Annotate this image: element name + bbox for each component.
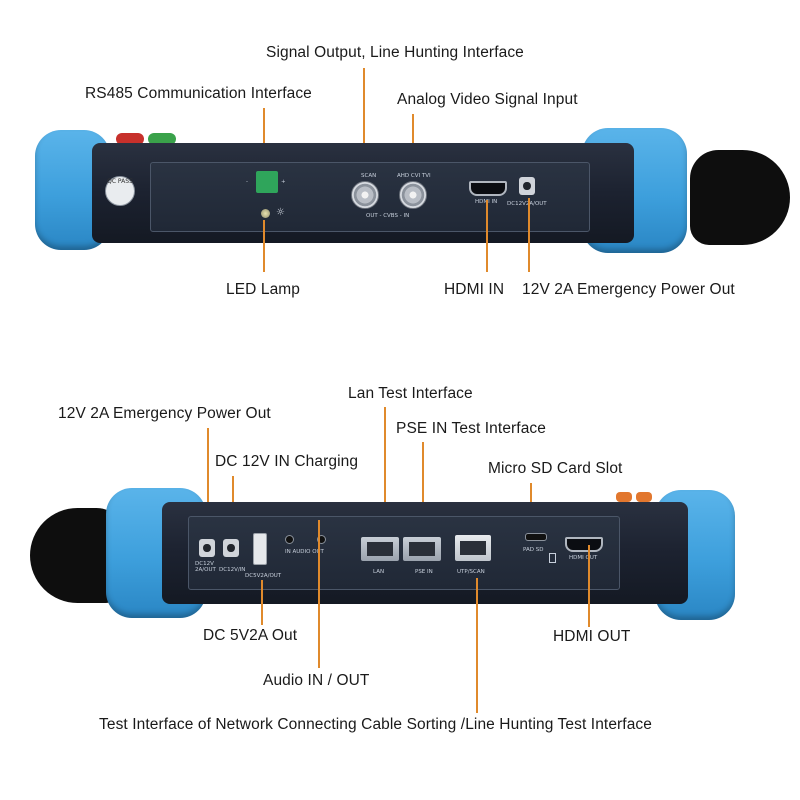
- callout-power-out-bottom: 12V 2A Emergency Power Out: [58, 405, 271, 422]
- bottom-button-orange-1[interactable]: [616, 492, 632, 502]
- callout-signal-output: Signal Output, Line Hunting Interface: [266, 44, 524, 61]
- leader-power-out-top: [528, 198, 530, 272]
- usb-5v-port[interactable]: [253, 533, 267, 565]
- utp-scan-label: UTP/SCAN: [457, 569, 485, 575]
- callout-hdmi-in: HDMI IN: [444, 281, 505, 298]
- audio-in-jack[interactable]: [285, 535, 294, 544]
- bottom-button-orange-2[interactable]: [636, 492, 652, 502]
- ahd-label: AHD CVI TVI: [397, 173, 431, 179]
- bottom-device: DC12V 2A/OUT DC12V/IN DC5V2A/OUT IN AUDI…: [0, 470, 800, 630]
- top-port-panel: - + ☼ SCAN AHD CVI TVI OUT - CVBS - IN H…: [150, 162, 590, 232]
- callout-cable-sorting: Test Interface of Network Connecting Cab…: [99, 716, 652, 733]
- micro-sd-label: PAD SD: [523, 547, 544, 553]
- bottom-port-panel: DC12V 2A/OUT DC12V/IN DC5V2A/OUT IN AUDI…: [188, 516, 620, 590]
- callout-rs485: RS485 Communication Interface: [85, 85, 312, 102]
- leader-hdmi-out: [588, 545, 590, 627]
- out-cvbs-in-label: OUT - CVBS - IN: [366, 213, 410, 219]
- bnc-scan-port[interactable]: [351, 181, 379, 209]
- leader-lan-test: [384, 407, 386, 529]
- callout-pse-in: PSE IN Test Interface: [396, 420, 546, 437]
- dc-out-label: DC12V2A/OUT: [507, 201, 547, 207]
- hdmi-out-port[interactable]: [565, 537, 603, 552]
- audio-in-out-label: IN AUDIO OUT: [285, 549, 324, 555]
- leader-audio: [318, 520, 320, 668]
- dc5v-out-label: DC5V2A/OUT: [245, 573, 282, 579]
- dc12v-out-label: DC12V 2A/OUT: [195, 561, 216, 573]
- pse-in-label: PSE IN: [415, 569, 433, 575]
- audio-out-jack[interactable]: [317, 535, 326, 544]
- dc12v-out-port[interactable]: [199, 539, 215, 557]
- callout-lan-test: Lan Test Interface: [348, 385, 473, 402]
- callout-led-lamp: LED Lamp: [226, 281, 301, 298]
- callout-audio: Audio IN / OUT: [263, 672, 370, 689]
- rs485-plus-label: +: [281, 179, 286, 185]
- callout-dc-5v: DC 5V2A Out: [203, 627, 298, 644]
- micro-sd-icon: [549, 553, 556, 563]
- bnc-video-in-port[interactable]: [399, 181, 427, 209]
- rs485-terminal[interactable]: [256, 171, 278, 193]
- top-strap: [690, 150, 790, 245]
- leader-hdmi-in: [486, 200, 488, 272]
- leader-signal-output: [363, 68, 365, 173]
- leader-pse-in: [422, 442, 424, 530]
- leader-dc-5v: [261, 580, 263, 625]
- led-lamp-icon: [261, 209, 270, 218]
- leader-rs485: [263, 108, 265, 166]
- hdmi-out-label: HDMI OUT: [569, 555, 598, 561]
- pse-in-port[interactable]: [403, 537, 441, 561]
- qc-pass-label: QC PASS: [107, 178, 133, 185]
- callout-dc-charging: DC 12V IN Charging: [215, 453, 359, 470]
- lan-label: LAN: [373, 569, 385, 575]
- callout-analog-video: Analog Video Signal Input: [397, 91, 578, 108]
- utp-scan-port[interactable]: [455, 535, 491, 561]
- callout-power-out-top: 12V 2A Emergency Power Out: [522, 281, 735, 298]
- rs485-minus-label: -: [246, 179, 248, 185]
- callout-hdmi-out: HDMI OUT: [553, 628, 631, 645]
- leader-led-lamp: [263, 220, 265, 272]
- top-device: QC PASS - + ☼ SCAN AHD CVI TVI OUT - CVB…: [0, 0, 800, 330]
- dc-out-port[interactable]: [519, 177, 535, 195]
- hdmi-in-port[interactable]: [469, 181, 507, 196]
- top-button-green[interactable]: [148, 133, 176, 145]
- leader-dc-charging: [232, 476, 234, 526]
- scan-label: SCAN: [361, 173, 377, 179]
- lan-port[interactable]: [361, 537, 399, 561]
- qc-pass-sticker: QC PASS: [105, 176, 135, 206]
- led-sun-icon: ☼: [276, 207, 285, 218]
- dc12v-in-label: DC12V/IN: [219, 567, 246, 573]
- micro-sd-slot[interactable]: [525, 533, 547, 541]
- leader-cable-sorting: [476, 578, 478, 713]
- dc12v-in-port[interactable]: [223, 539, 239, 557]
- leader-power-out-bottom: [207, 428, 209, 526]
- callout-micro-sd: Micro SD Card Slot: [488, 460, 623, 477]
- top-button-red[interactable]: [116, 133, 144, 145]
